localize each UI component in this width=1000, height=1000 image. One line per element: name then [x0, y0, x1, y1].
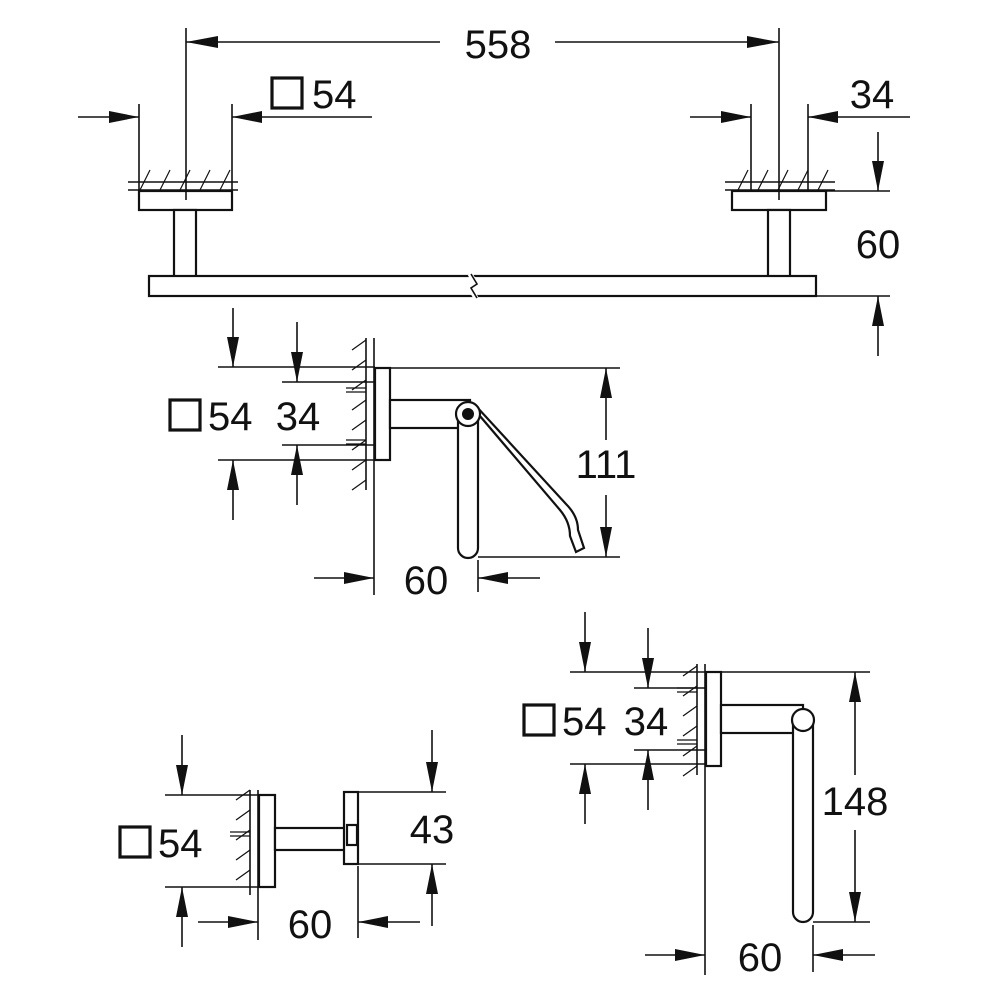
- square-symbol-icon: [168, 398, 202, 432]
- paper-holder-base-height-dim: 34: [276, 395, 321, 439]
- hook-base-size-dim: 54: [158, 822, 203, 866]
- ring-base-height-dim: 34: [624, 700, 669, 744]
- towel-bar-base-height-dim: 34: [850, 73, 895, 117]
- ring-base-size-dim: 54: [562, 700, 607, 744]
- towel-bar-drawing: 558 54 34 60: [78, 23, 910, 356]
- ring-projection-dim: 60: [738, 936, 783, 980]
- towel-bar-length-dim: 558: [465, 23, 532, 67]
- square-symbol-icon: [270, 76, 304, 110]
- towel-bar-projection-dim: 60: [856, 223, 901, 267]
- hook-drawing: 54 43 60: [118, 730, 455, 947]
- paper-holder-height-dim: 111: [576, 443, 637, 487]
- towel-bar-base-size-dim: 54: [312, 73, 357, 117]
- towel-ring-drawing: 54 34 148 60: [522, 612, 889, 980]
- hook-projection-dim: 60: [288, 903, 333, 947]
- hook-height-dim: 43: [410, 808, 455, 852]
- paper-holder-drawing: 54 34 111 60: [168, 308, 637, 603]
- square-symbol-icon: [118, 825, 152, 859]
- paper-holder-base-size-dim: 54: [208, 395, 253, 439]
- paper-holder-projection-dim: 60: [404, 559, 449, 603]
- ring-height-dim: 148: [822, 780, 889, 824]
- square-symbol-icon: [522, 703, 556, 737]
